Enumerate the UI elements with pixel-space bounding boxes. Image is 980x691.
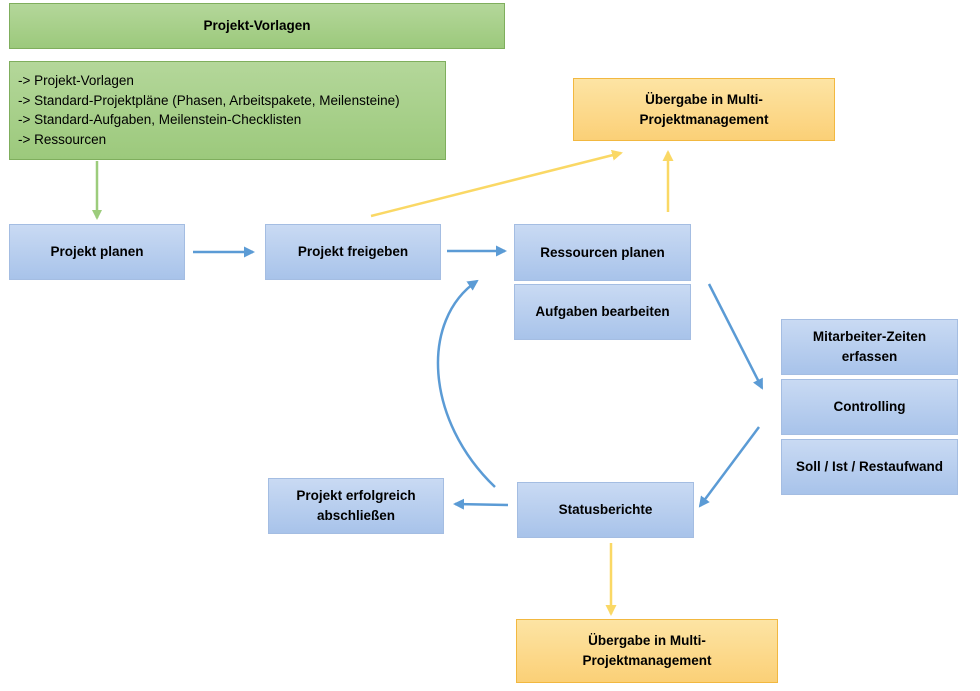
node-projekt-freigeben: Projekt freigeben xyxy=(265,224,441,280)
node-label: Mitarbeiter-Zeiten erfassen xyxy=(812,329,927,364)
node-label: Übergabe in Multi-Projektmanagement xyxy=(582,633,712,668)
header-title-box: Projekt-Vorlagen xyxy=(9,3,505,49)
node-label: Projekt freigeben xyxy=(297,244,409,259)
templates-item: -> Standard-Projektpläne (Phasen, Arbeit… xyxy=(18,92,400,108)
node-label: Statusberichte xyxy=(558,502,653,517)
templates-item: -> Standard-Aufgaben, Meilenstein-Checkl… xyxy=(18,112,302,127)
node-label: Projekt planen xyxy=(50,244,144,259)
arrow-status-to-freigeben xyxy=(436,279,496,488)
node-label: Aufgaben bearbeiten xyxy=(535,304,670,319)
node-uebergabe-top: Übergabe in Multi-Projektmanagement xyxy=(573,78,835,141)
node-label: Controlling xyxy=(833,399,906,414)
node-soll-ist: Soll / Ist / Restaufwand xyxy=(781,439,958,495)
arrow-status-to-abschliessen xyxy=(453,498,509,510)
node-label: Soll / Ist / Restaufwand xyxy=(795,459,944,474)
arrow-ressourcen-to-controlling xyxy=(707,283,764,390)
node-uebergabe-bottom: Übergabe in Multi-Projektmanagement xyxy=(516,619,778,683)
arrow-controlling-to-status xyxy=(698,426,761,508)
node-controlling: Controlling xyxy=(781,379,958,435)
arrow-freigeben-to-uebergabe xyxy=(370,149,623,218)
node-projekt-planen: Projekt planen xyxy=(9,224,185,280)
node-ressourcen-planen: Ressourcen planen xyxy=(514,224,691,281)
node-label: Übergabe in Multi-Projektmanagement xyxy=(639,91,769,127)
node-mitarbeiter-zeiten: Mitarbeiter-Zeiten erfassen xyxy=(781,319,958,375)
node-statusberichte: Statusberichte xyxy=(517,482,694,538)
node-projekt-abschliessen: Projekt erfolgreich abschließen xyxy=(268,478,444,534)
templates-list-box: -> Projekt-Vorlagen -> Standard-Projektp… xyxy=(9,61,446,160)
header-title: Projekt-Vorlagen xyxy=(203,18,311,33)
node-label: Projekt erfolgreich abschließen xyxy=(296,488,416,523)
templates-item: -> Projekt-Vorlagen xyxy=(18,73,134,88)
node-label: Ressourcen planen xyxy=(540,244,665,260)
node-aufgaben-bearbeiten: Aufgaben bearbeiten xyxy=(514,284,691,340)
templates-item: -> Ressourcen xyxy=(18,131,107,147)
